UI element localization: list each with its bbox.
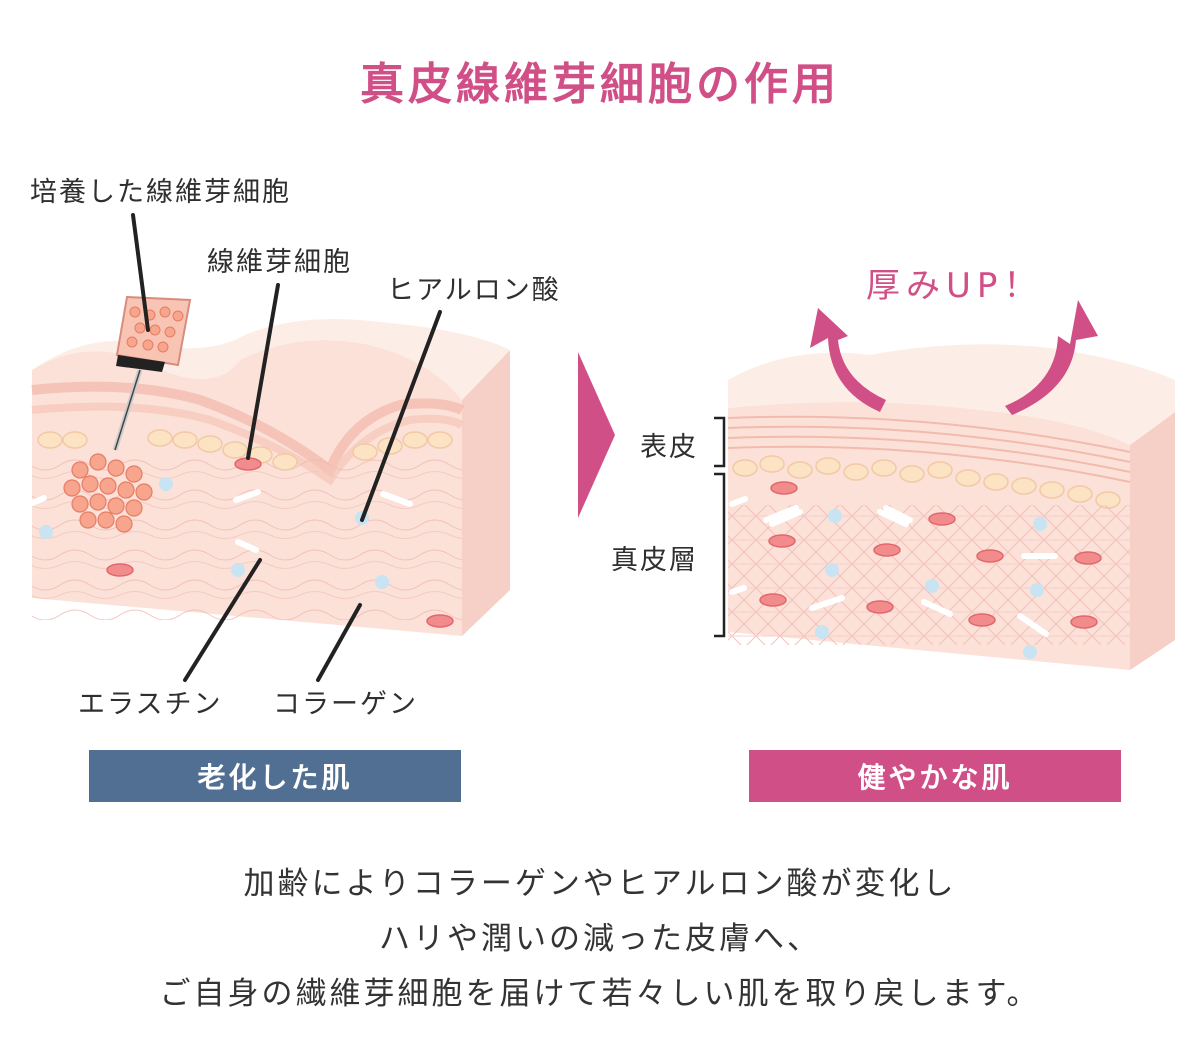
- label-epidermis: 表皮: [640, 425, 698, 464]
- label-cultured-fibroblast: 培養した線維芽細胞: [30, 170, 291, 209]
- label-elastin: エラスチン: [78, 682, 222, 721]
- aged-block-side: [462, 350, 510, 636]
- label-hyaluronic-acid: ヒアルロン酸: [387, 268, 561, 307]
- label-thickness-up: 厚みUP！: [866, 258, 1043, 307]
- label-dermis: 真皮層: [611, 538, 698, 577]
- healthy-skin-block: [714, 300, 1175, 670]
- healthy-skin-banner: 健やかな肌: [749, 750, 1121, 802]
- transition-arrow: [578, 352, 615, 518]
- caption-line-3: ご自身の繊維芽細胞を届けて若々しい肌を取り戻します。: [0, 968, 1200, 1013]
- aged-skin-banner: 老化した肌: [89, 750, 461, 802]
- label-collagen: コラーゲン: [273, 682, 418, 721]
- caption-line-1: 加齢によりコラーゲンやヒアルロン酸が変化し: [0, 858, 1200, 903]
- label-fibroblast: 線維芽細胞: [207, 240, 352, 279]
- caption-line-2: ハリや潤いの減った皮膚へ、: [0, 913, 1200, 958]
- healthy-block-side: [1130, 412, 1175, 670]
